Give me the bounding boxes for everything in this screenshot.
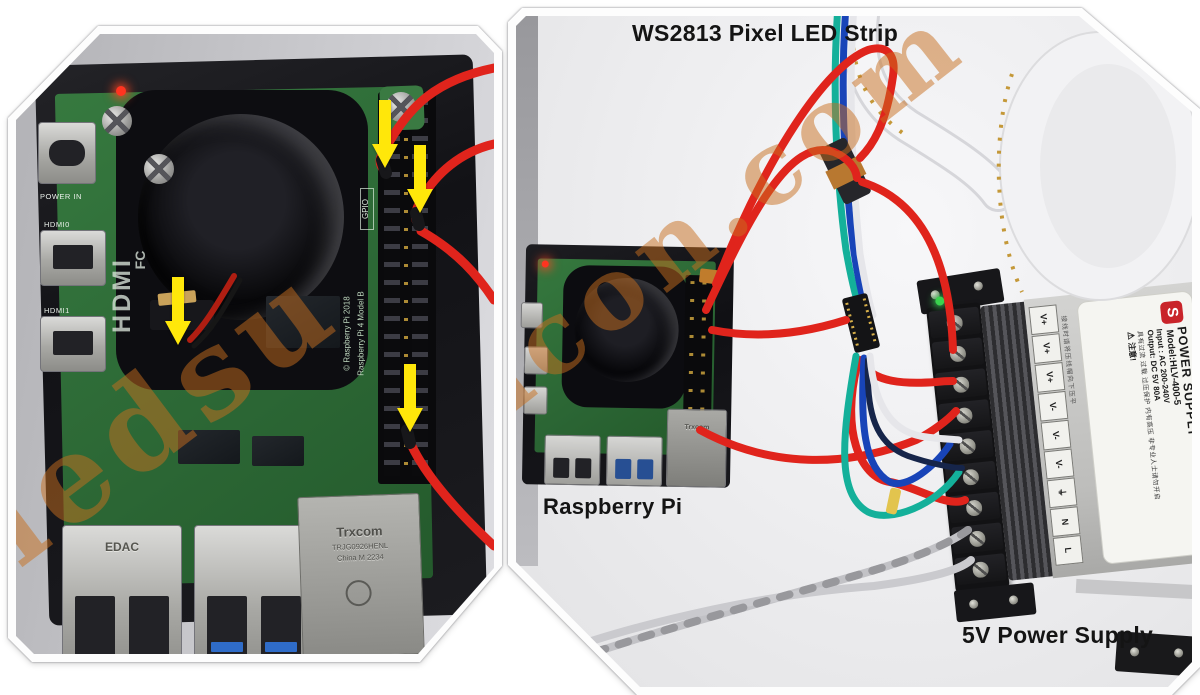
down-arrow-icon — [397, 364, 423, 432]
terminal-screw — [928, 306, 981, 339]
ethernet-port-small: Trxcom — [665, 408, 728, 488]
right-photo: Trxcom — [516, 16, 1192, 687]
terminal-label: ⏚ — [1046, 477, 1078, 509]
left-photo-frame: POWER IN HDMI0 HDMI1 HDMI FC Raspberry P… — [8, 26, 502, 662]
terminal-screw — [951, 522, 1004, 555]
terminal-label: V- — [1040, 419, 1072, 451]
terminal-label: V- — [1043, 448, 1075, 480]
usb2-port: EDAC — [62, 525, 182, 654]
hdmi0-port — [40, 230, 106, 286]
case-screw — [102, 106, 132, 136]
terminal-label: V- — [1037, 390, 1069, 422]
gpio-etch-text: GPIO — [360, 188, 374, 230]
terminal-screw — [934, 368, 988, 401]
gpio-pin-column — [384, 100, 400, 476]
terminal-screw — [954, 553, 1007, 586]
left-photo: POWER IN HDMI0 HDMI1 HDMI FC Raspberry P… — [16, 34, 494, 654]
board-name-text: Raspberry Pi 4 Model B — [356, 291, 366, 376]
level-shifter-module — [842, 293, 880, 353]
usb-c-power-port — [38, 122, 96, 184]
bracket-screw — [968, 599, 979, 610]
terminal-label: V+ — [1031, 333, 1063, 364]
ethernet-origin-text: China M 2234 — [336, 552, 384, 563]
usb3-slot — [261, 596, 301, 654]
bracket-screw — [1008, 595, 1019, 605]
psu-body: V+ V+ V+ V- V- V- ⏚ N L 接线时请将压线帽向下压平 — [1023, 281, 1192, 579]
usb3-slot — [207, 596, 247, 654]
usb-slot — [553, 457, 570, 478]
psu-bracket-bottom — [953, 582, 1037, 623]
led-strip-roll-pads — [996, 73, 1024, 293]
terminal-label: L — [1052, 535, 1084, 566]
usb2-port-small — [543, 434, 601, 486]
down-arrow-icon — [407, 145, 433, 213]
mains-wire-gray — [516, 556, 975, 672]
raspberry-pi-caption: Raspberry Pi — [543, 494, 683, 519]
power-in-label: POWER IN — [40, 192, 82, 201]
led-strip-roll — [999, 31, 1192, 301]
right-photo-matte: Trxcom — [508, 8, 1200, 695]
hdmi1-label: HDMI1 — [44, 306, 70, 315]
ethernet-brand-text: Trxcom — [336, 523, 383, 540]
hdmi0-label: HDMI0 — [44, 220, 70, 229]
usb-brand-text: EDAC — [104, 540, 139, 554]
gpio-pin-glints — [404, 102, 408, 474]
down-arrow-icon — [165, 277, 191, 345]
led-strip-caption: WS2813 Pixel LED Strip — [632, 20, 899, 46]
terminal-screw — [931, 337, 985, 370]
right-photo-frame: Trxcom — [508, 8, 1200, 695]
ethernet-chip — [252, 436, 304, 466]
case-screw — [144, 154, 174, 184]
fc-mark-text: FC — [132, 250, 148, 270]
terminal-screw — [941, 429, 994, 462]
terminal-label: V+ — [1028, 304, 1060, 336]
bracket-screw — [973, 280, 984, 292]
usb-slot — [637, 459, 654, 480]
bracket-screw — [1173, 648, 1184, 658]
mains-wire-twist — [524, 526, 972, 680]
usb3-port — [194, 525, 314, 654]
power-led — [116, 86, 126, 96]
terminal-label: V+ — [1034, 362, 1066, 393]
power-supply-unit: V+ V+ V+ V- V- V- ⏚ N L 接线时请将压线帽向下压平 — [916, 267, 1192, 626]
usb3-blue-tab — [211, 642, 243, 652]
ethernet-port: Trxcom TRJG0926HENL China M 2234 — [297, 492, 425, 654]
hdmi0-slot — [53, 245, 93, 269]
usb-controller-chip — [178, 430, 240, 464]
usb-slot — [575, 458, 592, 479]
usb-slot — [615, 458, 632, 480]
ul-mark — [345, 579, 373, 607]
watermark-text: icon.com — [516, 16, 987, 435]
terminal-label: N — [1049, 506, 1081, 538]
ram-chip — [266, 296, 340, 348]
crimp-connector — [885, 487, 902, 515]
power-wire-red — [696, 407, 960, 464]
mains-wire-gray — [524, 526, 972, 680]
terminal-screw — [944, 460, 998, 493]
usb-c-slot — [49, 140, 85, 166]
usb3-blue-tab — [265, 642, 297, 652]
led-strip-roll-inner — [1040, 64, 1176, 268]
hdmi1-port — [40, 316, 106, 372]
hdmi1-slot — [53, 331, 93, 355]
hdmi-etch-text: HDMI — [108, 257, 136, 333]
psu-label-panel: S POWER SUPPLY Model:HLV-400-5 Input : A… — [1076, 290, 1192, 565]
usb3-port-small — [605, 435, 663, 487]
power-supply-logo-icon: S — [1159, 300, 1184, 325]
power-supply-caption: 5V Power Supply — [962, 622, 1154, 648]
terminal-screw — [947, 491, 1001, 524]
left-photo-matte: POWER IN HDMI0 HDMI1 HDMI FC Raspberry P… — [8, 26, 502, 662]
down-arrow-icon — [372, 100, 398, 168]
usb2-slot — [129, 596, 169, 654]
ethernet-brand-text-small: Trxcom — [684, 423, 710, 432]
terminal-screw — [938, 399, 991, 432]
usb2-slot — [75, 596, 115, 654]
